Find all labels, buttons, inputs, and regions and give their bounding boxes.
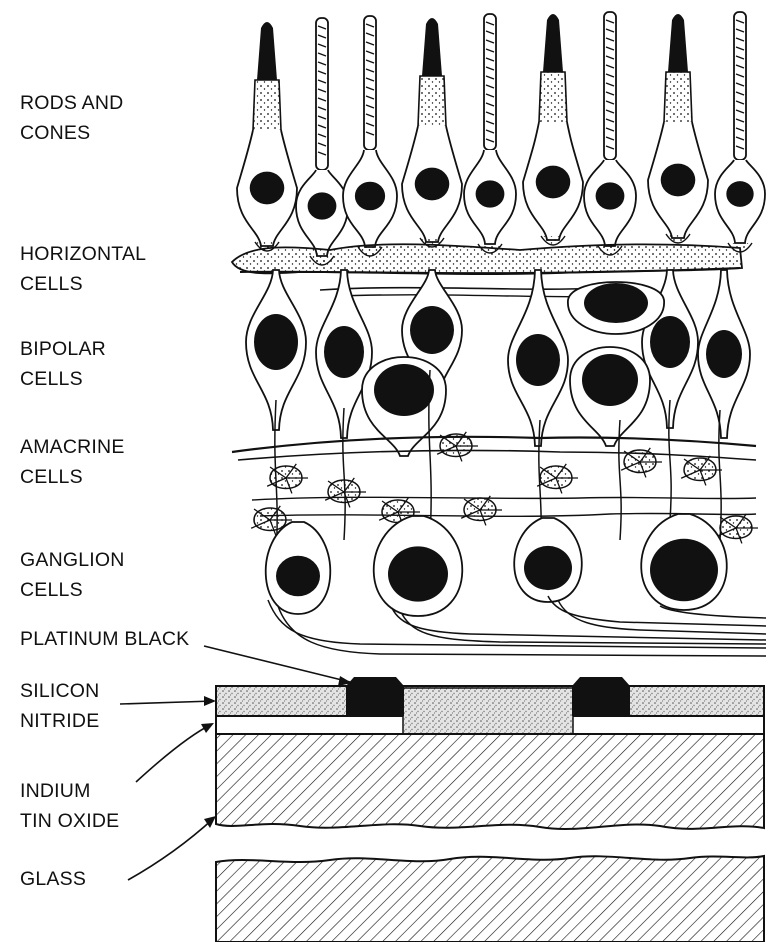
nucleus: [308, 192, 337, 219]
rod-cell: [464, 14, 516, 253]
cone-cell: [237, 22, 297, 251]
arrow-glass: [128, 818, 214, 880]
nucleus: [415, 168, 450, 201]
nucleus: [355, 182, 385, 211]
amacrine-cell-body: [362, 357, 446, 456]
cone-cell: [523, 14, 583, 245]
nucleus: [650, 539, 718, 602]
horizontal-cell-body: [568, 282, 664, 334]
nucleus: [536, 166, 571, 199]
bipolar-cell: [698, 270, 750, 438]
nucleus: [596, 182, 625, 209]
nucleus: [661, 164, 696, 197]
rods-and-cones-layer: [237, 12, 765, 265]
rod-cell: [584, 12, 636, 255]
rod-cell: [715, 12, 765, 252]
bipolar-cells-layer: [246, 270, 750, 456]
nucleus: [410, 306, 454, 354]
arrow-indium-tin-oxide: [136, 724, 212, 782]
glass-substrate-upper: [216, 734, 764, 829]
ganglion-cell: [514, 518, 582, 602]
ganglion-cell: [266, 522, 331, 614]
nucleus: [516, 334, 560, 386]
nucleus: [324, 326, 364, 378]
dendrite-cluster: [681, 456, 722, 486]
ganglion-cells-layer: [266, 514, 727, 616]
dendrite-cluster: [717, 514, 758, 544]
platinum-black-electrode: [572, 677, 630, 716]
nucleus: [584, 283, 648, 323]
nucleus: [726, 181, 753, 207]
nucleus: [250, 172, 285, 205]
nucleus: [650, 316, 690, 368]
nucleus: [254, 314, 298, 370]
nucleus: [582, 354, 638, 406]
nucleus: [388, 546, 448, 601]
electrode-structure: [216, 677, 764, 942]
arrow-head: [204, 696, 216, 706]
arrow-head: [201, 723, 214, 733]
dendrite-cluster: [461, 496, 502, 526]
dendrite-cluster: [537, 464, 578, 494]
cone-cell: [402, 18, 462, 247]
rod-cell: [296, 18, 348, 265]
cone-cell: [648, 14, 708, 243]
dendrite-cluster: [267, 464, 308, 494]
dendrite-cluster: [621, 448, 662, 478]
arrow-silicon-nitride: [120, 701, 214, 704]
platinum-black-electrode: [346, 677, 404, 716]
nucleus: [706, 330, 742, 378]
nucleus: [374, 364, 434, 416]
amacrine-cell-body: [570, 347, 650, 446]
ganglion-cell: [641, 514, 727, 610]
ganglion-cell: [374, 516, 463, 616]
nucleus: [276, 556, 320, 596]
rod-cell: [343, 16, 397, 256]
nucleus: [476, 180, 505, 207]
nucleus: [524, 546, 572, 590]
arrow-platinum-black: [204, 646, 350, 682]
glass-substrate-lower: [216, 856, 764, 942]
